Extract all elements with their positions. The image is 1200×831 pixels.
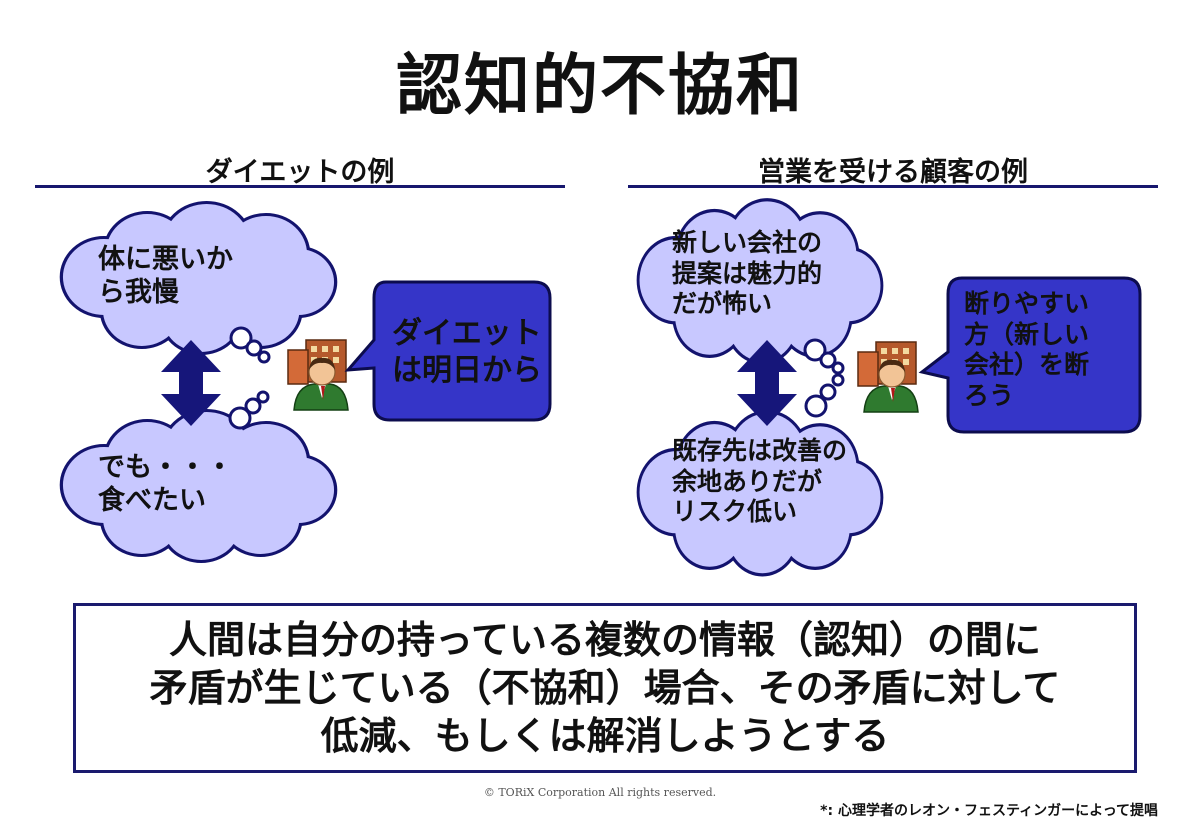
right-speech-text: 断りやすい 方（新しい 会社）を断 ろう [964, 289, 1090, 410]
right-person-icon [857, 341, 919, 413]
left-section-heading: ダイエットの例 [205, 157, 395, 188]
footnote: *: 心理学者のレオン・フェスティンガーによって提唱 [820, 803, 1158, 819]
slide-title: 認知的不協和 [396, 47, 804, 124]
right-section-heading: 営業を受ける顧客の例 [758, 157, 1028, 188]
right-double-arrow-icon [737, 340, 797, 426]
left-speech-bubble-icon [344, 280, 552, 422]
left-bottom-cloud-text: でも・・・ 食べたい [98, 452, 233, 516]
left-thought-bubbles [228, 326, 271, 430]
summary-text: 人間は自分の持っている複数の情報（認知）の間に 矛盾が生じている（不協和）場合、… [149, 617, 1061, 759]
left-person-icon [287, 339, 349, 411]
left-section-rule [35, 185, 565, 188]
right-speech-bubble-icon [918, 276, 1142, 434]
left-speech-text: ダイエット は明日から [392, 316, 542, 388]
copyright: © TORiX Corporation All rights reserved. [483, 786, 717, 799]
right-bottom-cloud-text: 既存先は改善の 余地ありだが リスク低い [672, 436, 848, 526]
summary-box: 人間は自分の持っている複数の情報（認知）の間に 矛盾が生じている（不協和）場合、… [73, 603, 1137, 773]
right-section-rule [628, 185, 1158, 188]
right-top-cloud-text: 新しい会社の 提案は魅力的 だが怖い [672, 228, 823, 318]
left-top-cloud-text: 体に悪いか ら我慢 [98, 244, 233, 308]
right-thought-bubbles [803, 338, 845, 418]
left-double-arrow-icon [161, 340, 221, 426]
